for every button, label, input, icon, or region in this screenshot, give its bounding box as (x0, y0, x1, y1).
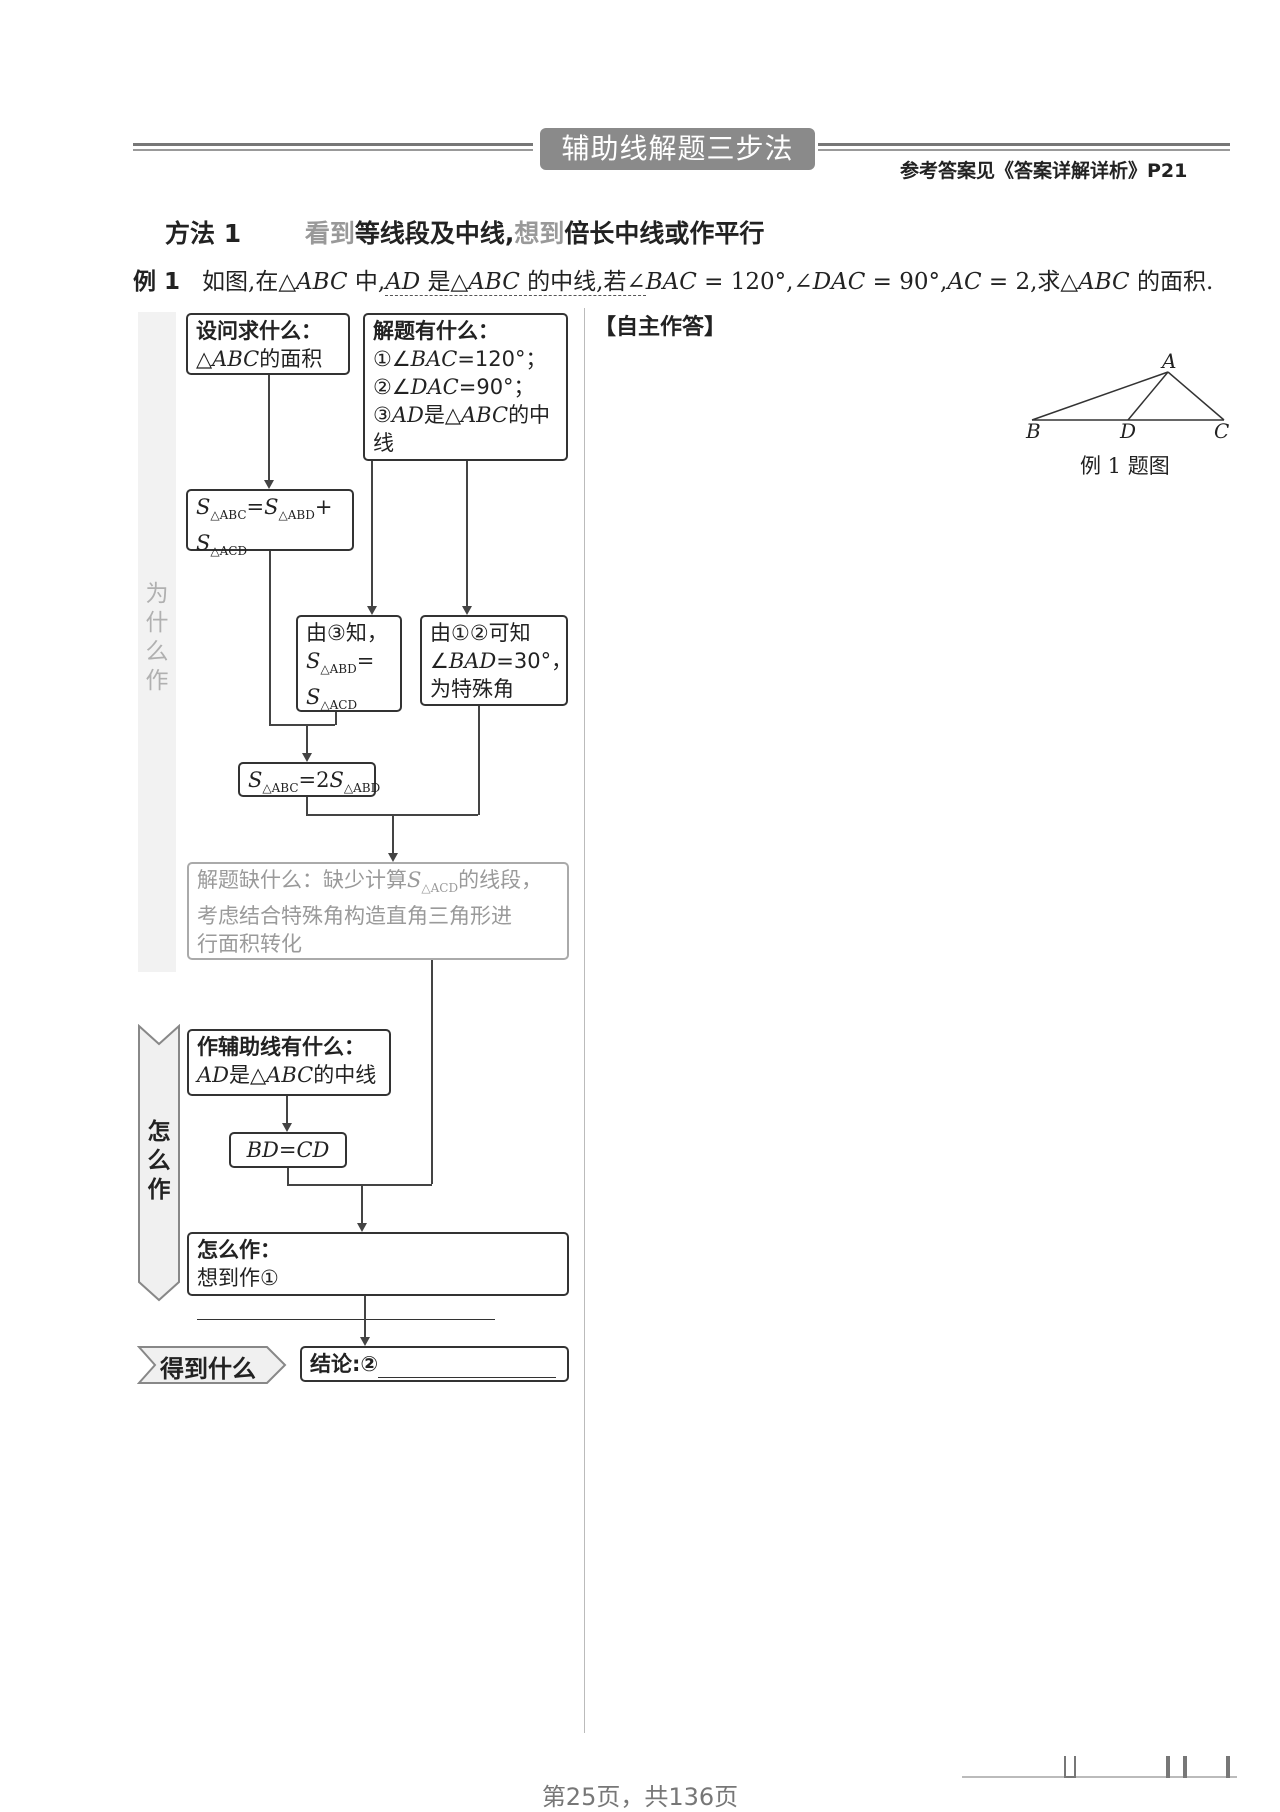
arrow (388, 853, 398, 862)
banner-title: 辅助线解题三步法 (540, 128, 815, 170)
connector (466, 461, 468, 606)
arrow (462, 606, 472, 615)
connector (306, 797, 308, 814)
example-label: 例 1 (133, 269, 181, 295)
header-rule-right (818, 143, 1230, 146)
triangle-figure (1031, 371, 1225, 421)
method-see: 看到 (304, 219, 355, 248)
arrow (282, 1123, 292, 1132)
column-divider (584, 308, 585, 1733)
page-number: 第25页，共136页 (541, 1783, 739, 1811)
box-aux: 作辅助线有什么： AD是△ABC的中线 (187, 1029, 391, 1096)
footer-tick (1064, 1756, 1076, 1778)
side-chevron-how (138, 1024, 180, 1302)
box-double: S△ABC=2S△ABD (238, 762, 380, 797)
figure-label-c: C (1214, 419, 1230, 443)
arrow (367, 606, 377, 615)
box-bd-cd: BD=CD (229, 1132, 347, 1168)
answer-area-label: 【自主作答】 (594, 315, 727, 340)
connector (286, 1096, 288, 1123)
figure-caption: 例 1 题图 (1080, 454, 1170, 478)
side-chevron-get (137, 1346, 287, 1384)
footer-rule (962, 1776, 1237, 1778)
header-rule-right-2 (818, 149, 1230, 151)
connector (361, 1184, 363, 1223)
footer-tick (1166, 1756, 1170, 1778)
connector (287, 1168, 289, 1185)
side-label-how: 怎么作 (147, 1119, 171, 1203)
figure-label-d: D (1120, 419, 1137, 443)
arrow (264, 480, 274, 489)
side-label-get: 得到什么 (160, 1355, 256, 1383)
connector (392, 814, 394, 853)
figure-label-b: B (1026, 419, 1041, 443)
box-area-sum: S△ABC=S△ABD+ S△ACD (186, 489, 354, 558)
box-how: 怎么作： 想到作① (187, 1232, 569, 1320)
arrow (302, 753, 312, 762)
figure-label-a: A (1162, 349, 1177, 373)
header-rule-bottom (133, 149, 533, 151)
header-rule-top (133, 143, 533, 146)
answer-reference: 参考答案见《答案详解详析》P21 (900, 160, 1188, 182)
connector (287, 1184, 432, 1186)
method-label: 方法 1 (165, 219, 242, 248)
connector (478, 706, 480, 815)
side-label-why: 为什么作 (145, 581, 169, 694)
connector (268, 375, 270, 480)
box-missing: 解题缺什么：缺少计算S△ACD的线段， 考虑结合特殊角构造直角三角形进 行面积转… (187, 862, 569, 960)
method-heading: 方法 1 看到等线段及中线,想到倍长中线或作平行 (165, 219, 765, 248)
box-result: 结论:② (300, 1346, 569, 1382)
arrow (360, 1337, 370, 1346)
box-ask: 设问求什么： △ABC的面积 (186, 313, 350, 375)
connector (306, 724, 308, 753)
connector (269, 724, 335, 726)
method-think: 想到 (514, 219, 565, 248)
arrow (357, 1223, 367, 1232)
connector (371, 461, 373, 606)
box-given: 解题有什么： ①∠BAC=120°； ②∠DAC=90°； ③AD是△ABC的中… (363, 313, 568, 461)
side-strip (138, 312, 176, 972)
footer-tick (1183, 1756, 1187, 1778)
connector (431, 960, 433, 1184)
box-by12: 由①②可知 ∠BAD=30°， 为特殊角 (420, 615, 572, 706)
box-by3: 由③知， S△ABD= S△ACD (296, 615, 402, 712)
connector (335, 712, 337, 725)
connector (269, 551, 271, 724)
connector (364, 1296, 366, 1337)
footer-tick (1226, 1756, 1230, 1778)
